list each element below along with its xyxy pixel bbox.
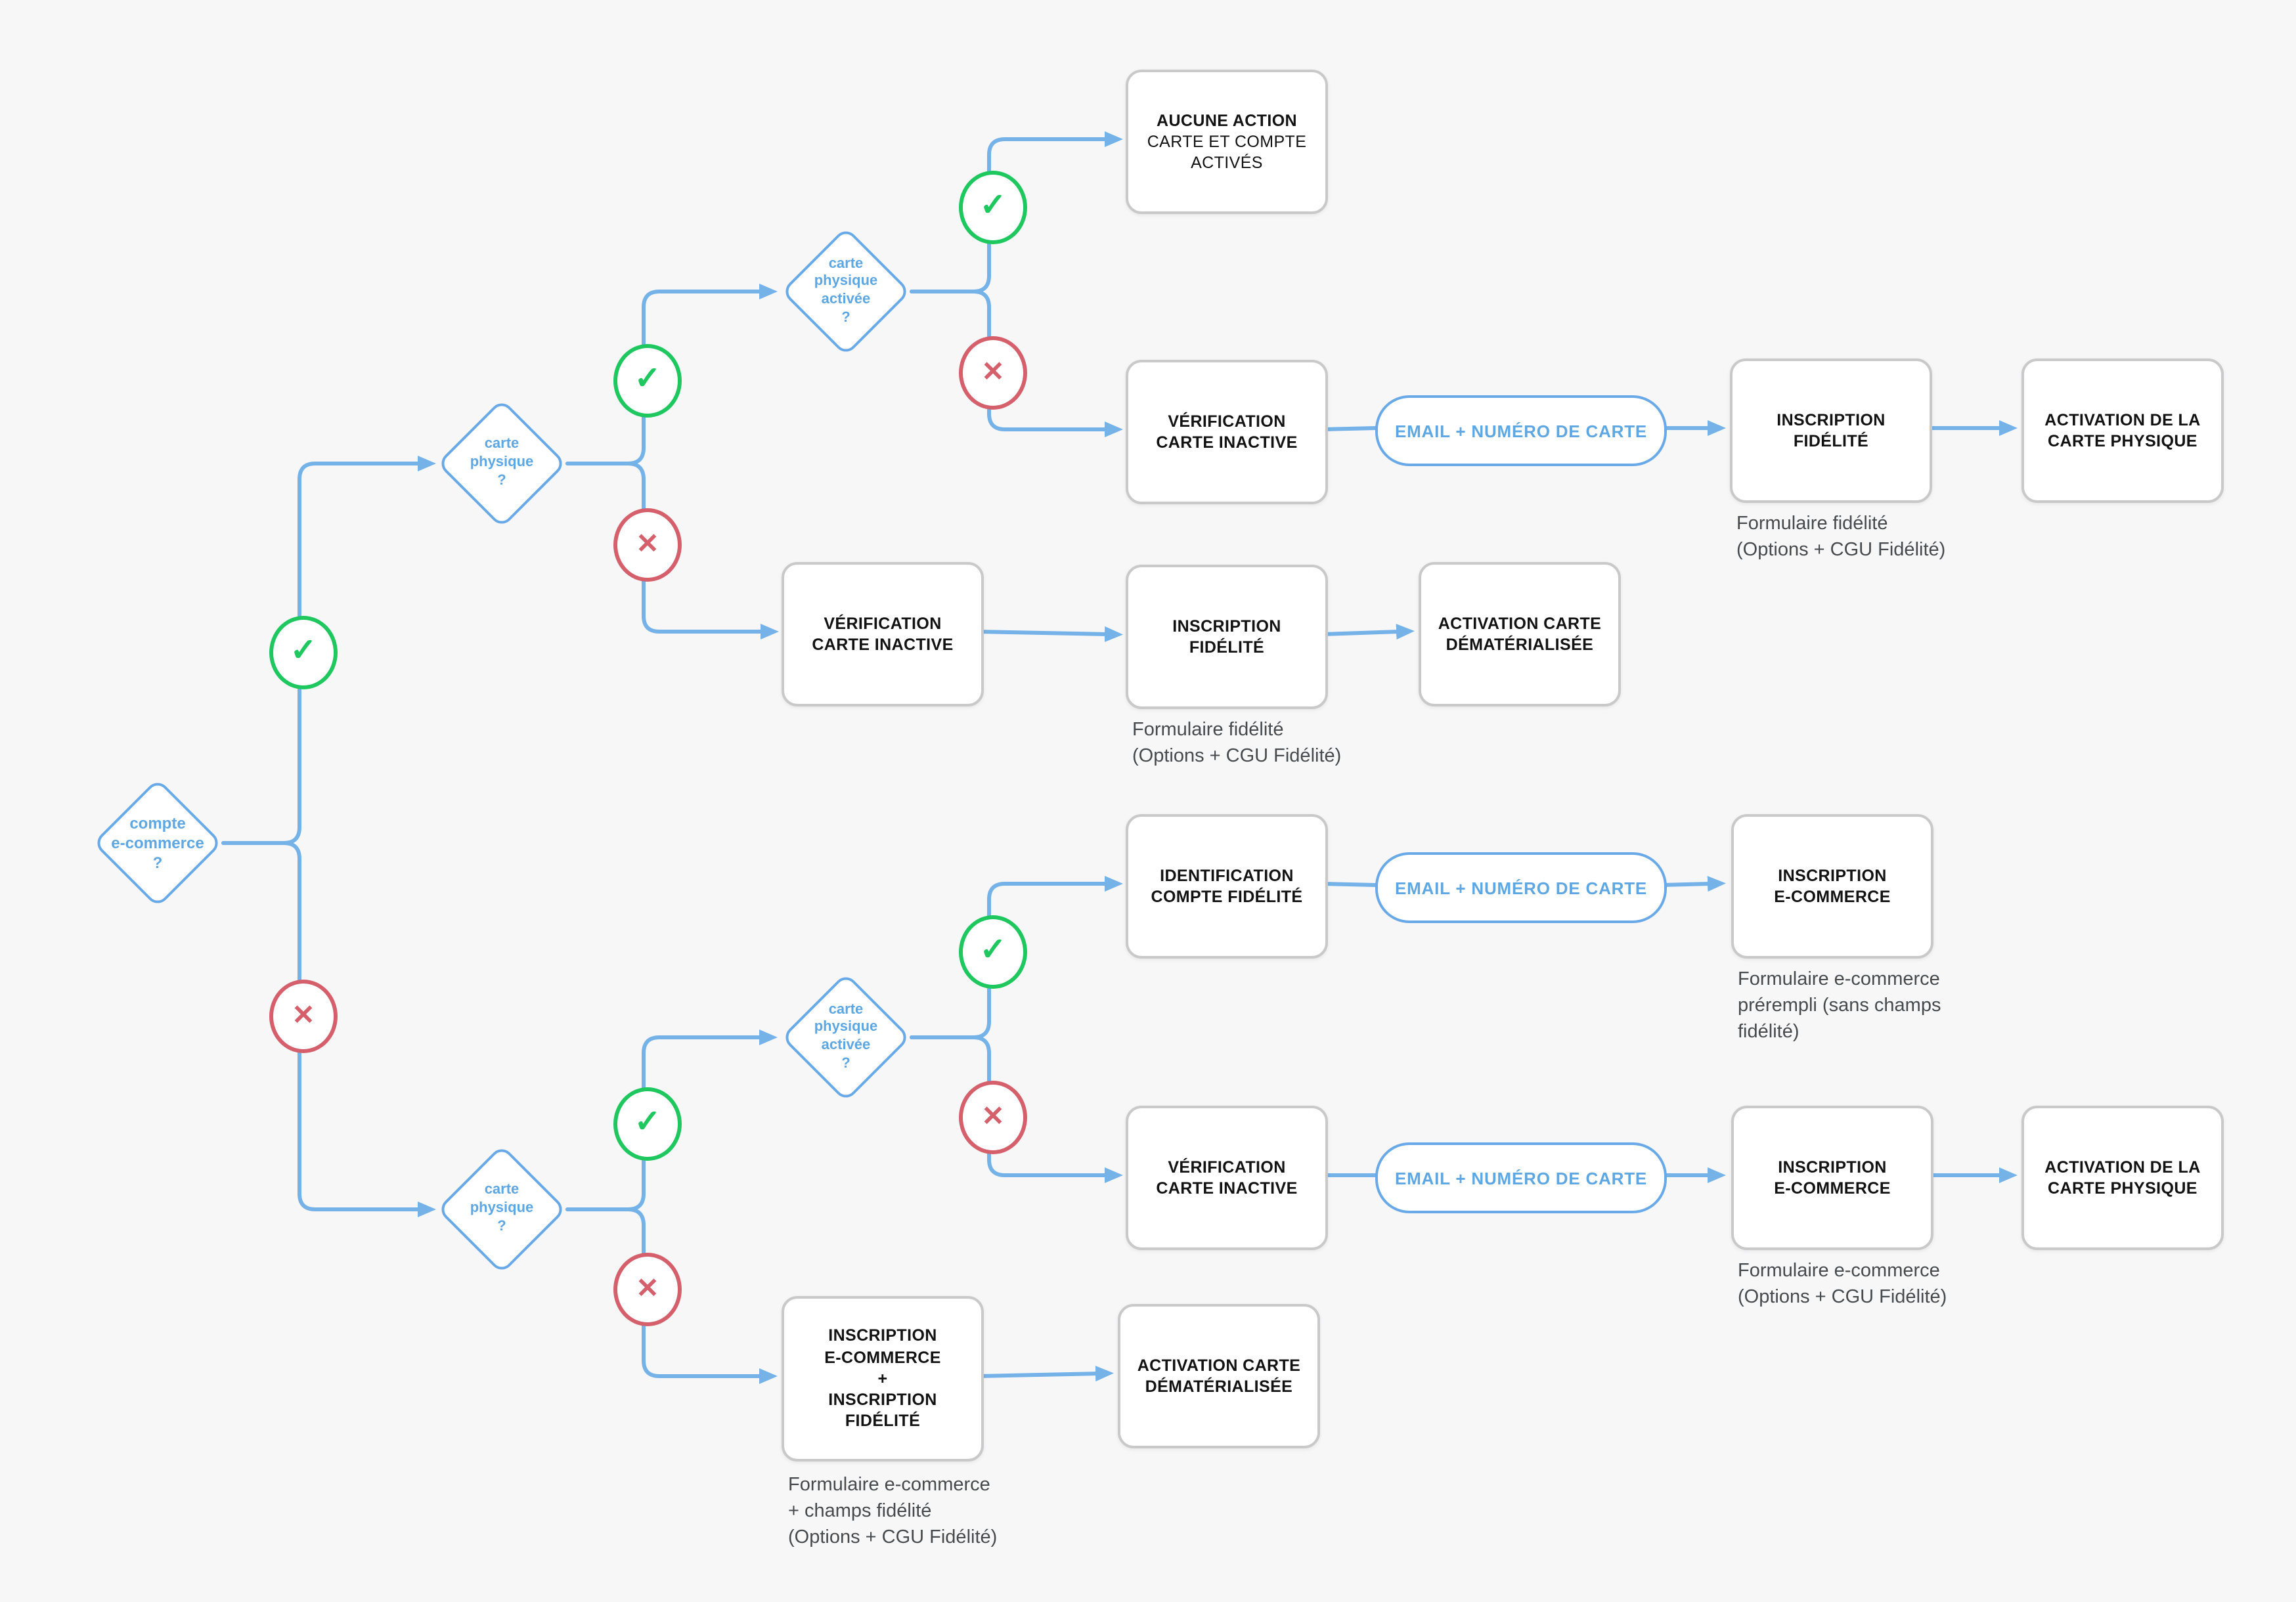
yes-check-icon: ✓ xyxy=(613,344,682,418)
pill-email-numero-carte-1: EMAIL + NUMÉRO DE CARTE xyxy=(1375,395,1667,466)
pill-email-numero-carte-4: EMAIL + NUMÉRO DE CARTE xyxy=(1375,1142,1667,1213)
no-cross-icon: ✕ xyxy=(959,1081,1027,1154)
yes-check-icon: ✓ xyxy=(959,915,1027,989)
yes-check-icon: ✓ xyxy=(613,1087,682,1161)
yes-check-icon: ✓ xyxy=(269,616,338,689)
no-cross-icon: ✕ xyxy=(613,508,682,582)
no-cross-icon: ✕ xyxy=(959,336,1027,410)
pill-email-numero-carte-3: EMAIL + NUMÉRO DE CARTE xyxy=(1375,852,1667,923)
no-cross-icon: ✕ xyxy=(613,1253,682,1326)
yes-check-icon: ✓ xyxy=(959,171,1027,244)
caption-formulaire-ecommerce-4: Formulaire e-commerce(Options + CGU Fidé… xyxy=(1738,1261,1947,1308)
caption-formulaire-ecommerce-fidelite: Formulaire e-commerce+ champs fidélité(O… xyxy=(788,1475,998,1548)
caption-formulaire-fidelite-2: Formulaire fidélité(Options + CGU Fidéli… xyxy=(1132,720,1342,767)
no-cross-icon: ✕ xyxy=(269,980,338,1053)
caption-formulaire-fidelite-1: Formulaire fidélité(Options + CGU Fidéli… xyxy=(1736,513,1946,561)
